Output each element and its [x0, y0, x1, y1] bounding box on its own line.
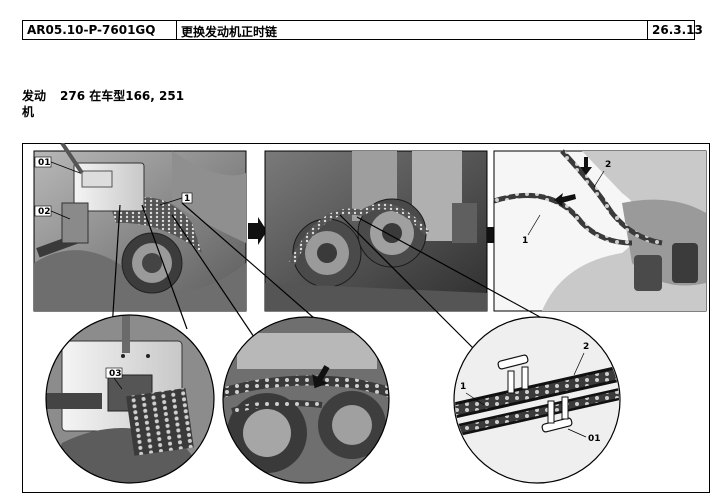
svg-text:01: 01: [588, 434, 601, 444]
engine-label-line1: 发动: [22, 89, 47, 103]
leader-line: [111, 204, 121, 330]
leader-line: [141, 204, 188, 330]
svg-text:1: 1: [460, 382, 466, 392]
timing-chain-figure: 01 02 1: [22, 143, 710, 493]
detail1-callout-03: 03: [105, 367, 123, 390]
panel3-callout-2: 2: [593, 160, 611, 188]
svg-text:2: 2: [605, 160, 611, 170]
detail3-callout-2: 2: [573, 342, 589, 376]
doc-code: AR05.10-P-7601GQ: [23, 21, 177, 39]
panel3-callout-1: 1: [522, 214, 541, 246]
arrow-down-icon: [312, 365, 330, 389]
panel1-callout-02: 02: [34, 205, 71, 220]
detail-chain-link: 1 2 01: [453, 316, 621, 484]
svg-text:02: 02: [38, 207, 51, 217]
svg-text:1: 1: [184, 194, 190, 204]
arrow-left-icon: [554, 193, 576, 207]
engine-applicability: 发动 机 276 在车型166, 251: [22, 88, 184, 120]
figure-drawing: 01 02 1: [22, 143, 710, 493]
svg-text:2: 2: [583, 342, 589, 352]
document-header: AR05.10-P-7601GQ 更换发动机正时链 26.3.13: [22, 20, 703, 40]
svg-text:01: 01: [38, 158, 51, 168]
detail3-callout-1: 1: [460, 382, 485, 406]
svg-text:03: 03: [109, 369, 122, 379]
detail3-callout-01: 01: [567, 428, 601, 444]
doc-title: 更换发动机正时链: [177, 21, 648, 39]
svg-text:1: 1: [522, 236, 528, 246]
detail-chain-marking: [222, 316, 390, 484]
panel-tool-on-chain: 01 02 1: [33, 143, 247, 312]
doc-date: 26.3.13: [652, 23, 703, 37]
engine-models: 276 在车型166, 251: [60, 89, 185, 103]
leader-line: [356, 216, 563, 330]
leader-line: [171, 214, 255, 338]
panel-camshaft-sprockets: [264, 150, 488, 312]
leader-line: [339, 214, 483, 358]
panel1-callout-1: 1: [159, 192, 193, 206]
engine-label: 发动 机: [22, 88, 54, 120]
panel1-callout-01: 01: [34, 156, 81, 174]
arrow-down-icon: [580, 157, 592, 175]
arrow-right-icon: [248, 217, 267, 245]
panel-chain-routing: 2 1: [493, 149, 707, 312]
engine-label-line2: 机: [22, 105, 35, 119]
leader-line: [181, 202, 323, 326]
